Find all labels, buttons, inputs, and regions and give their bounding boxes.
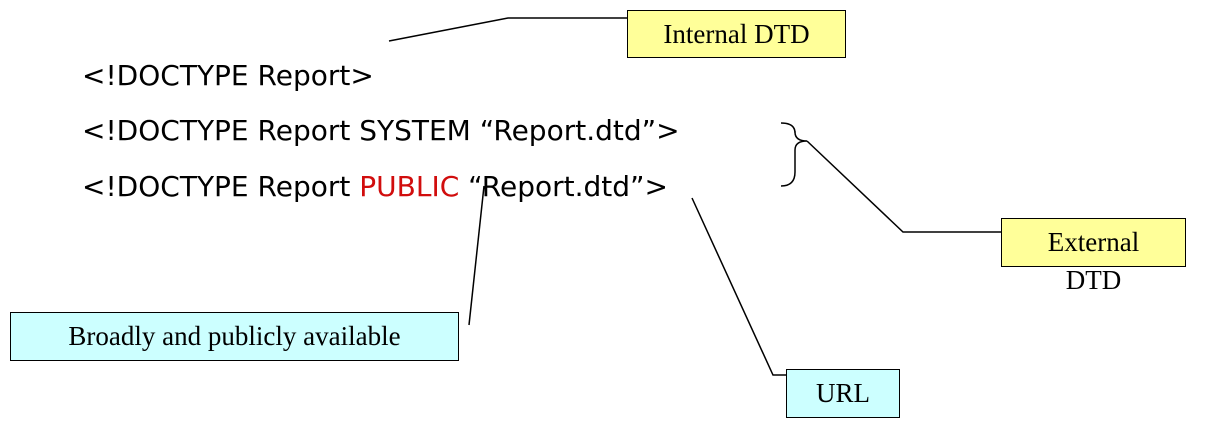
url-callout: URL [786,369,900,418]
doctype-public-prefix: <!DOCTYPE Report [82,170,360,203]
public-keyword: PUBLIC [359,170,460,203]
public-availability-callout: Broadly and publicly available [10,312,459,361]
external-dtd-label-line1: External [1047,227,1140,257]
external-dtd-leader [806,140,1001,233]
doctype-public-suffix: “Report.dtd”> [459,170,669,203]
doctype-system-line: <!DOCTYPE Report SYSTEM “Report.dtd”> [82,115,680,147]
doctype-public-line: <!DOCTYPE Report PUBLIC “Report.dtd”> [82,171,668,203]
doctype-system-text: <!DOCTYPE Report SYSTEM “Report.dtd”> [82,114,680,147]
internal-dtd-leader [388,17,627,42]
external-dtd-label-line2: DTD [1065,265,1122,295]
doctype-internal-text: <!DOCTYPE Report> [82,59,374,92]
internal-dtd-callout: Internal DTD [627,10,846,58]
doctype-internal-line: <!DOCTYPE Report> [82,60,374,92]
public-leader [468,185,485,326]
url-leader [691,197,786,376]
external-brace [780,122,808,187]
external-dtd-callout: External DTD [1001,218,1186,295]
